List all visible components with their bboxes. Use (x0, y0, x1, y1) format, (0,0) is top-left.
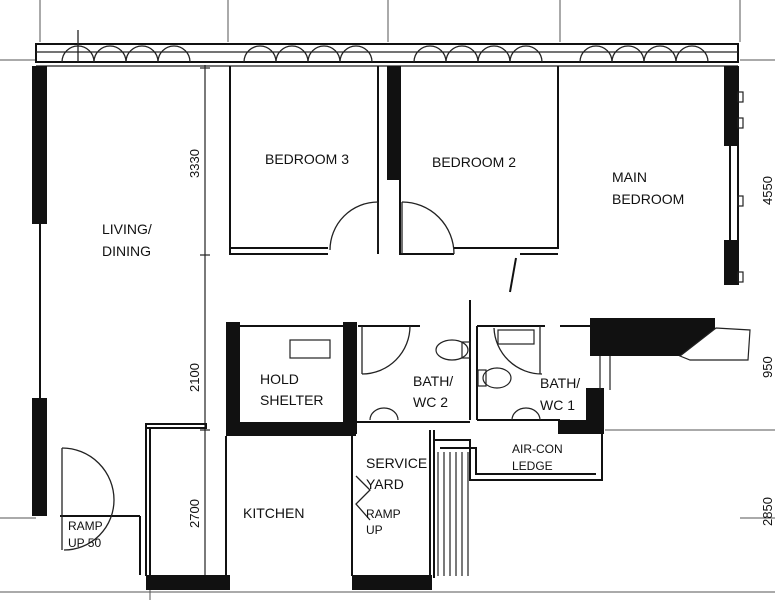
main-bedroom-label-line1: MAIN (612, 169, 647, 185)
bath-wc2-label-line2: WC 2 (413, 394, 448, 410)
ramp-up-yard-label-line2: UP (366, 523, 383, 537)
hold-shelter-label-line1: HOLD (260, 371, 299, 387)
bedroom2-label: BEDROOM 2 (432, 154, 516, 170)
bath-wc1-label-line1: BATH/ (540, 375, 580, 391)
dimension-3330: 3330 (187, 149, 202, 178)
sanitary-fixtures (289, 329, 541, 421)
living-dining-label-line1: LIVING/ (102, 221, 152, 237)
kitchen-label: KITCHEN (243, 505, 304, 521)
ramp-up-yard-label-line1: RAMP (366, 507, 401, 521)
aircon-ledge-label-line1: AIR-CON (512, 442, 563, 456)
structural-walls (32, 66, 739, 590)
stair-lines (437, 452, 469, 576)
aircon-ledge-label-line2: LEDGE (512, 459, 553, 473)
partition-walls (39, 66, 739, 578)
dimension-950: 950 (760, 356, 775, 378)
ramp-up-entry-label-line1: RAMP (68, 519, 103, 533)
dimension-2850: 2850 (760, 497, 775, 526)
hold-shelter-label-line2: SHELTER (260, 392, 324, 408)
bath-wc2-label-line1: BATH/ (413, 373, 453, 389)
door-swings (61, 201, 543, 551)
dimension-2100: 2100 (187, 363, 202, 392)
main-bedroom-wardrobe (590, 318, 751, 361)
dimension-4550: 4550 (760, 176, 775, 205)
ramp-up-entry-label-line2: UP 50 (68, 536, 101, 550)
right-window-markers (599, 91, 744, 390)
service-yard-label-line2: YARD (366, 476, 404, 492)
dimension-2700: 2700 (187, 499, 202, 528)
dimension-labels: 3330 2100 2700 4550 950 2850 (187, 149, 775, 528)
bedroom3-label: BEDROOM 3 (265, 151, 349, 167)
living-dining-label-line2: DINING (102, 243, 151, 259)
service-yard-label-line1: SERVICE (366, 455, 427, 471)
main-bedroom-label-line2: BEDROOM (612, 191, 684, 207)
bath-wc1-label-line2: WC 1 (540, 397, 575, 413)
window-arcs (61, 30, 709, 63)
room-labels: LIVING/ DINING BEDROOM 3 BEDROOM 2 MAIN … (68, 151, 684, 550)
